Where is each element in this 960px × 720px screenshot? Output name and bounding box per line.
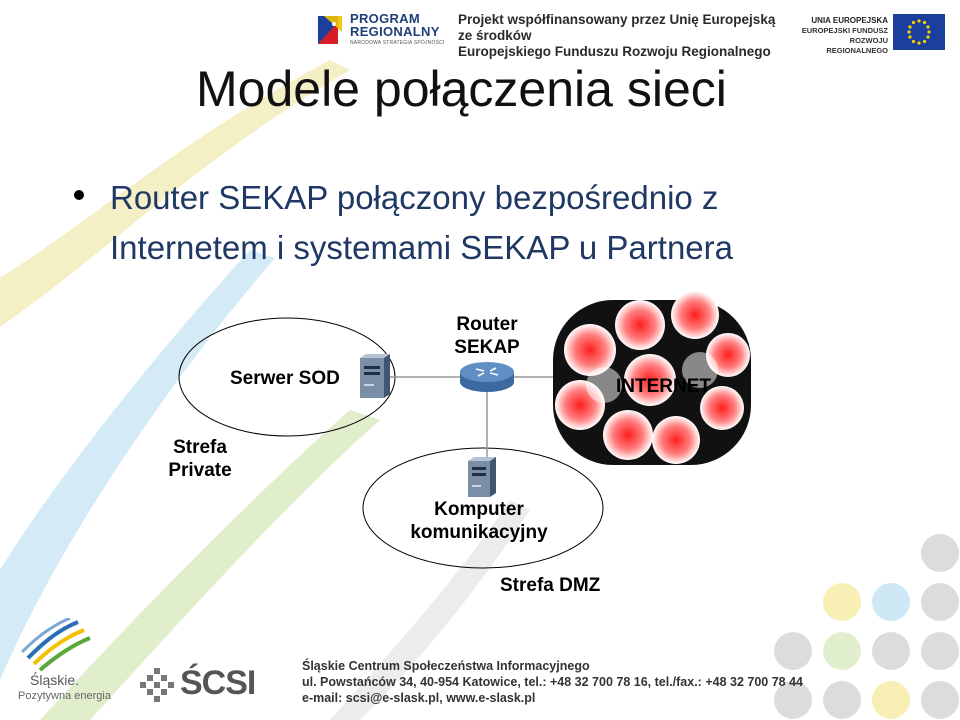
internet-label: INTERNET: [616, 376, 711, 397]
private-zone-line1: Strefa: [173, 437, 227, 458]
program-logo-line3: NARODOWA STRATEGIA SPÓJNOŚCI: [350, 40, 445, 46]
server-icon: [360, 354, 390, 398]
slide-title: Modele połączenia sieci: [196, 61, 727, 117]
slaskie-tagline: Pozytywna energia: [18, 690, 111, 702]
scsi-logo: ŚCSI: [140, 664, 290, 704]
swoosh-yellow: [0, 60, 350, 327]
slaskie-logo: Śląskie. Pozytywna energia: [18, 616, 128, 708]
contact-line2: ul. Powstańców 34, 40-954 Katowice, tel.…: [302, 675, 803, 689]
computer-label-line1: Komputer: [434, 499, 524, 520]
eu-logo: UNIA EUROPEJSKA EUROPEJSKI FUNDUSZ ROZWO…: [790, 14, 950, 55]
server-label: Serwer SOD: [230, 368, 340, 389]
footer-contact: Śląskie Centrum Społeczeństwa Informacyj…: [302, 658, 803, 706]
eu-logo-line2: EUROPEJSKI FUNDUSZ: [801, 26, 888, 35]
dmz-zone-label: Strefa DMZ: [500, 575, 601, 596]
eu-logo-line3: ROZWOJU REGIONALNEGO: [826, 36, 888, 55]
bullet-dot: [74, 190, 84, 200]
bullet-text: Router SEKAP połączony bezpośrednio z In…: [110, 179, 733, 266]
router-label-line2: SEKAP: [454, 337, 520, 358]
internet-cloud-icon: [553, 291, 751, 465]
contact-line1: Śląskie Centrum Społeczeństwa Informacyj…: [302, 659, 590, 673]
program-regionalny-logo: PROGRAM REGIONALNY NARODOWA STRATEGIA SP…: [316, 10, 446, 50]
slaskie-name: Śląskie.: [30, 672, 80, 688]
scsi-logo-text: ŚCSI: [180, 664, 256, 702]
slaskie-logo-icon: [20, 616, 91, 672]
swoosh-green: [40, 410, 380, 720]
router-label-line1: Router: [456, 314, 518, 335]
router-icon: [460, 362, 514, 392]
contact-line3: e-mail: scsi@e-slask.pl, www.e-slask.pl: [302, 691, 536, 705]
header-caption: Projekt współfinansowany przez Unię Euro…: [458, 12, 788, 60]
eu-logo-line1: UNIA EUROPEJSKA: [811, 16, 888, 25]
dmz-zone-ellipse: [362, 447, 604, 569]
private-zone-label: Strefa Private: [160, 436, 240, 482]
eu-flag-icon: [893, 14, 945, 50]
computer-label-line2: komunikacyjny: [410, 522, 548, 543]
router-label: Router SEKAP: [450, 313, 524, 359]
scsi-logo-icon: [140, 668, 174, 702]
private-zone-line2: Private: [168, 460, 232, 481]
program-regionalny-flag-icon: [318, 16, 342, 44]
computer-label: Komputer komunikacyjny: [405, 498, 553, 544]
swoosh-grey: [330, 500, 530, 720]
computer-icon: [468, 457, 496, 497]
header-caption-line1: Projekt współfinansowany przez Unię Euro…: [458, 12, 776, 43]
program-logo-line1: PROGRAM: [350, 11, 420, 26]
header-caption-line2: Europejskiego Funduszu Rozwoju Regionaln…: [458, 44, 771, 59]
program-logo-line2: REGIONALNY: [350, 24, 440, 39]
